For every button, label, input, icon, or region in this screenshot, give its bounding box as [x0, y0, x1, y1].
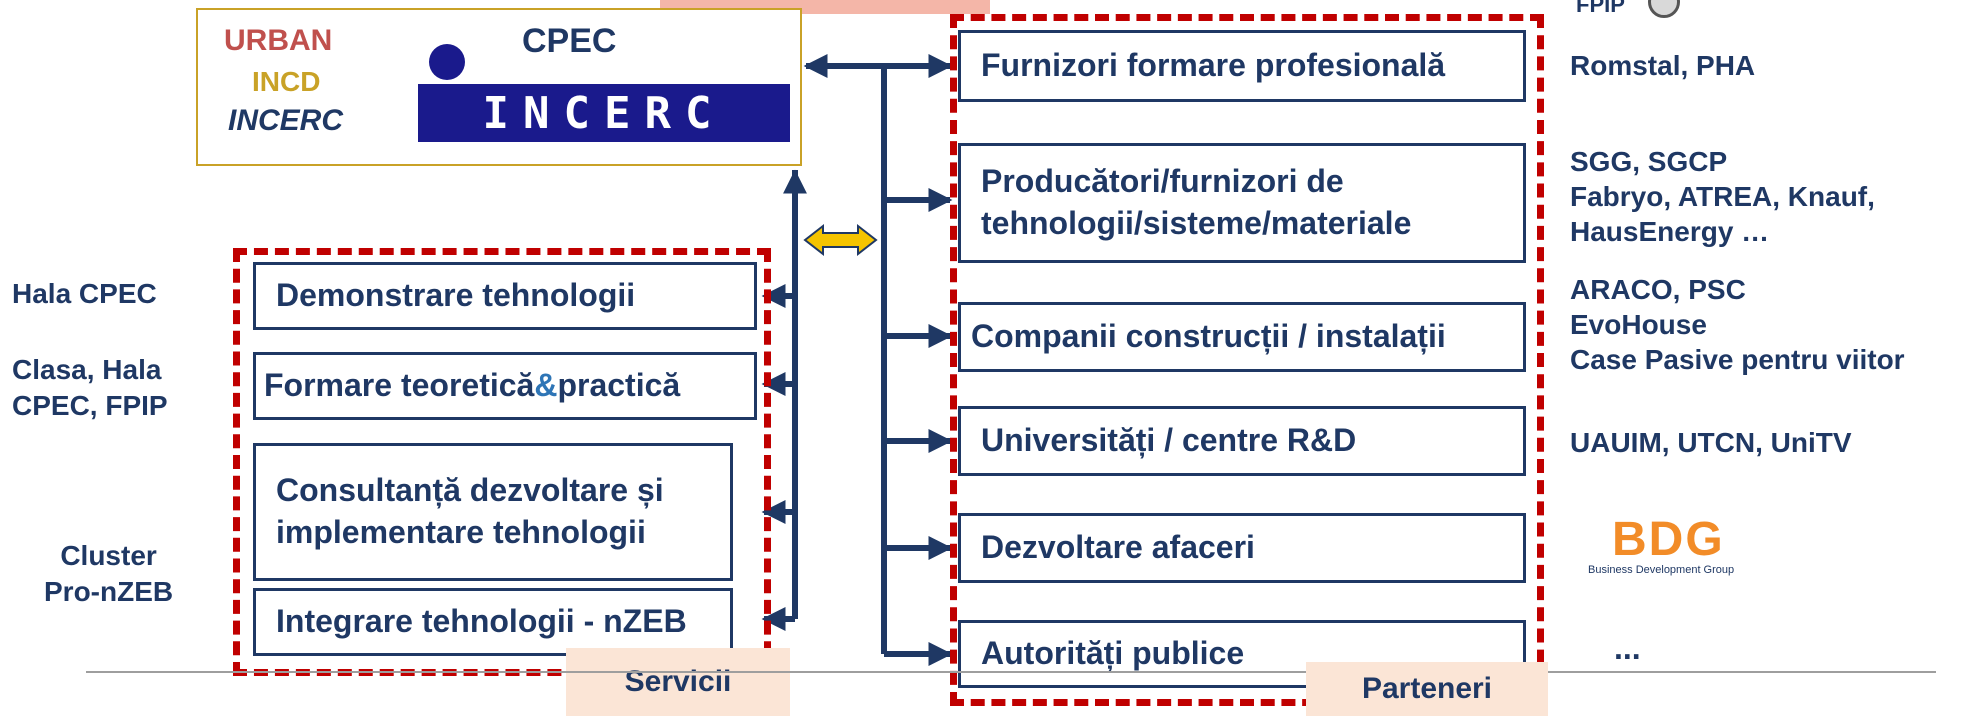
logo-panel: URBAN INCD INCERC CPEC INCERC	[196, 8, 802, 166]
side-label-hala: Hala CPEC	[12, 278, 157, 309]
bdg-sub: Business Development Group	[1588, 564, 1735, 576]
service-formare: Formare teoretică&practică	[253, 352, 757, 420]
partner-dezvoltare: Dezvoltare afaceri	[958, 513, 1526, 583]
double-arrow-icon	[803, 223, 878, 257]
side-label-clasa: Clasa, Hala CPEC, FPIP	[12, 354, 168, 422]
side-label-cluster: Cluster Pro-nZEB	[44, 540, 174, 608]
bdg-logo: BDG Business Development Group	[1588, 513, 1788, 577]
service-integrare: Integrare tehnologii - nZEB	[253, 588, 733, 656]
partner-furnizori: Furnizori formare profesională	[958, 30, 1526, 102]
urban-logo-line3: INCERC	[228, 104, 344, 137]
bdg-main: BDG	[1612, 513, 1725, 566]
incerc-brand-logo: INCERC	[418, 84, 790, 142]
partner-names-producatori: SGG, SGCP Fabryo, ATREA, Knauf, HausEner…	[1570, 146, 1875, 247]
partner-universitati: Universități / centre R&D	[958, 406, 1526, 476]
partner-producatori: Producători/furnizori de tehnologii/sist…	[958, 143, 1526, 263]
urban-logo-line2: INCD	[252, 66, 321, 97]
cpec-label: CPEC	[522, 22, 617, 60]
partner-names-companii: ARACO, PSC EvoHouse Case Pasive pentru v…	[1570, 274, 1905, 375]
partners-group	[950, 14, 1544, 706]
partner-names-autoritati: ...	[1614, 630, 1641, 666]
service-consultanta: Consultanță dezvoltare și implementare t…	[253, 443, 733, 581]
urban-logo-line1: URBAN	[224, 24, 333, 57]
incerc-dot-icon	[429, 44, 465, 80]
service-demonstrare: Demonstrare tehnologii	[253, 262, 757, 330]
partner-names-universitati: UAUIM, UTCN, UniTV	[1570, 427, 1852, 458]
bottom-divider	[86, 671, 1936, 673]
fpip-logo: FPIP	[1576, 0, 1625, 17]
partners-tag: Parteneri	[1306, 662, 1548, 716]
partner-names-furnizori: Romstal, PHA	[1570, 50, 1756, 81]
partner-companii: Companii construcții / instalații	[958, 302, 1526, 372]
services-tag: Servicii	[566, 648, 790, 716]
